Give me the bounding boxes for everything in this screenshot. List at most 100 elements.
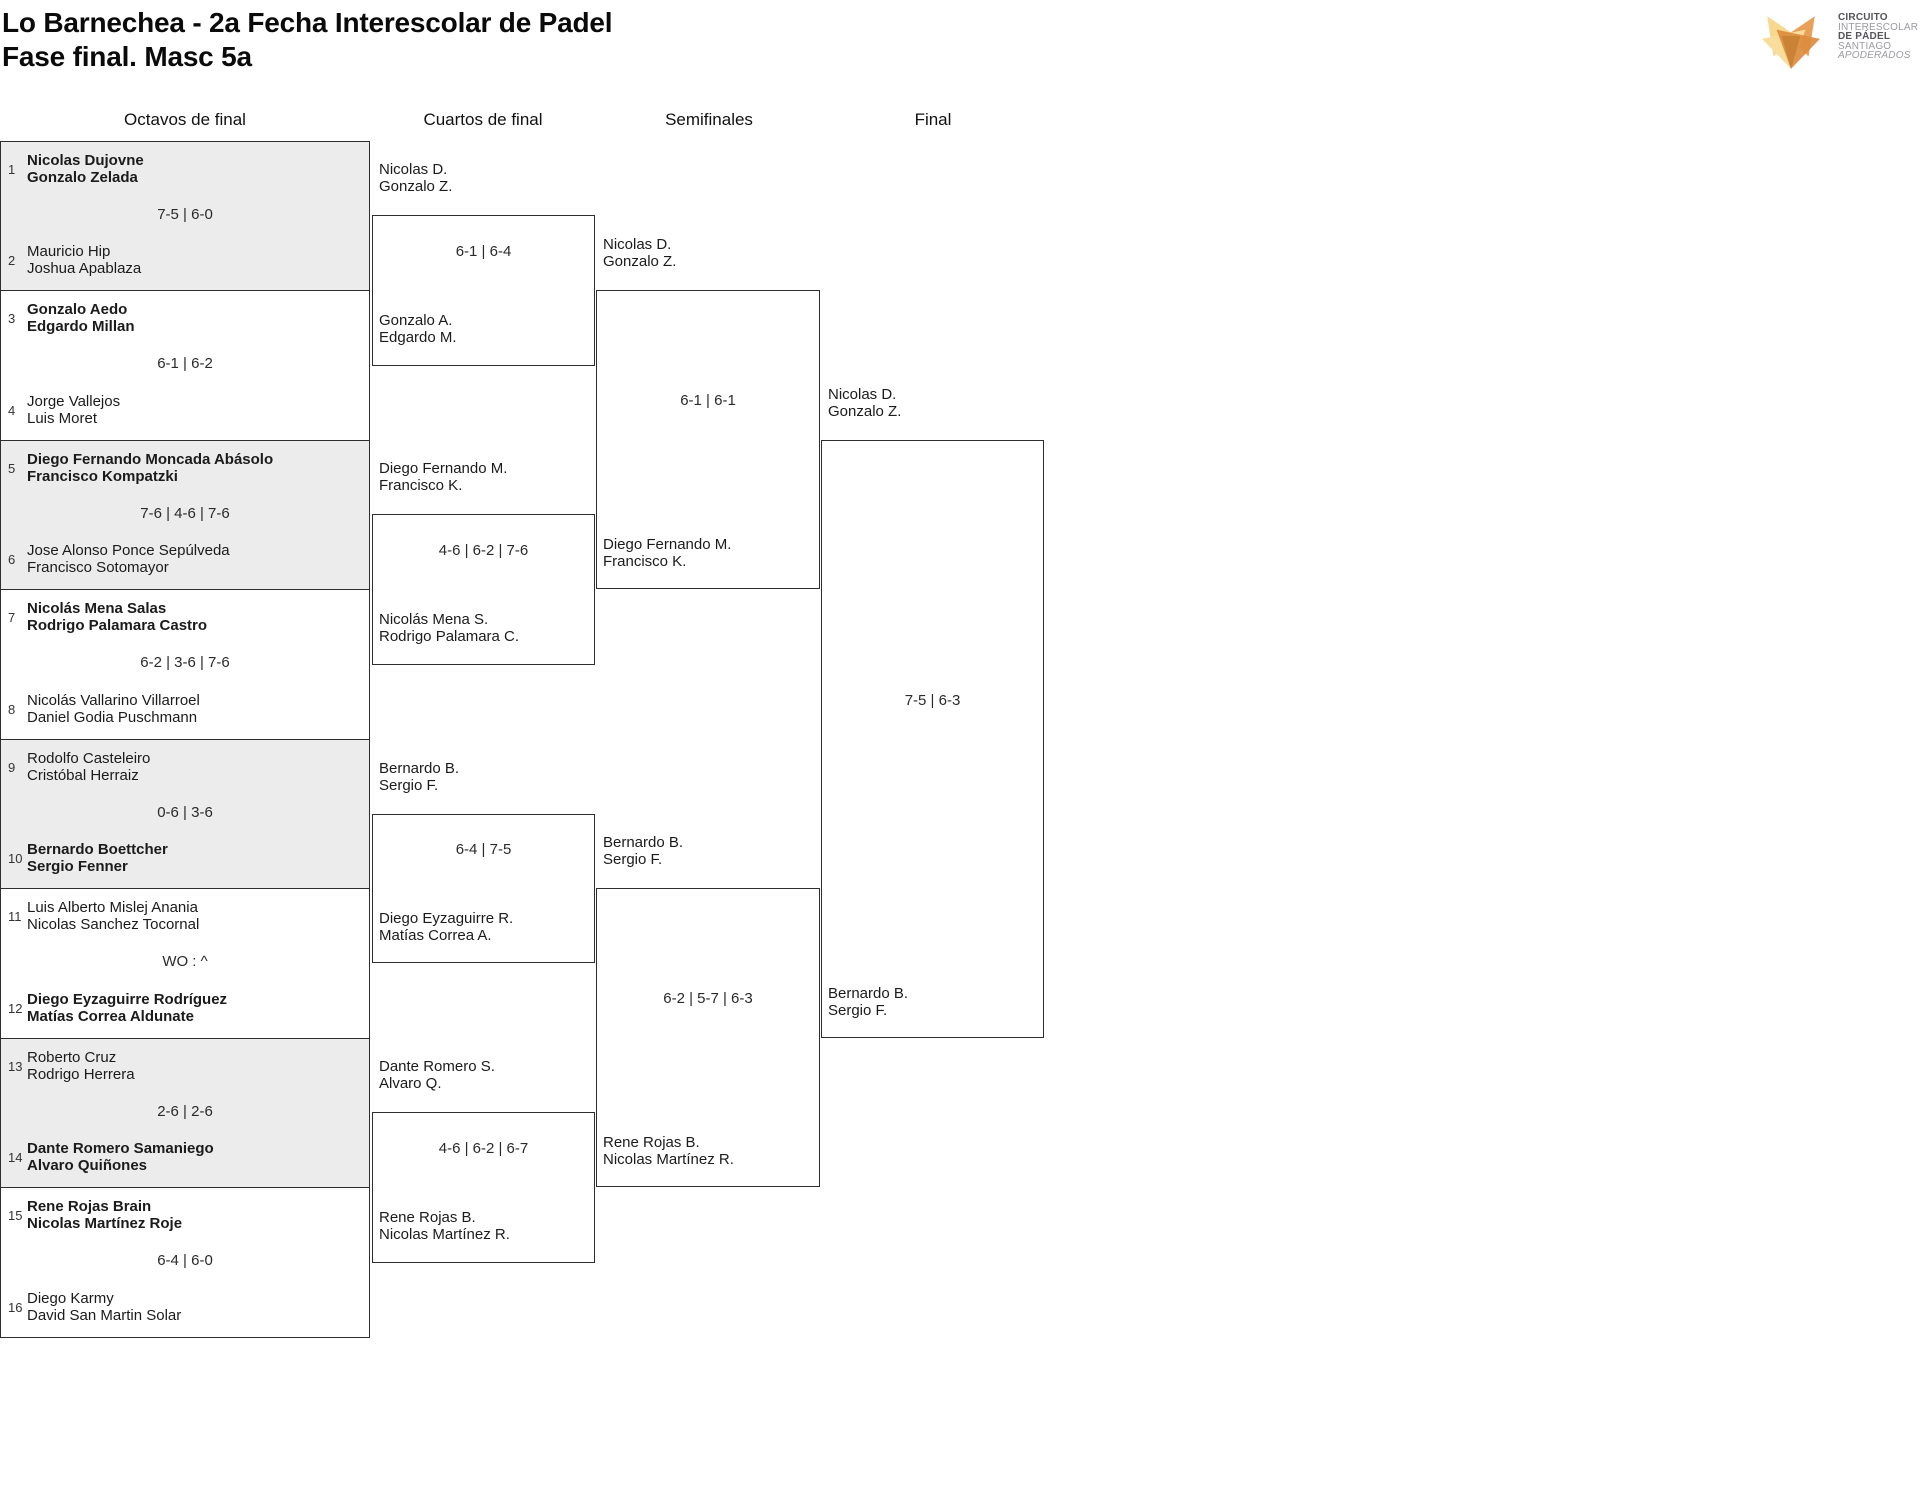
seed-number: 11 <box>8 908 22 924</box>
round-header-octavos: Octavos de final <box>124 110 246 129</box>
player-name: Diego Fernando M. <box>603 536 732 553</box>
player-name: Mauricio Hip <box>27 243 111 260</box>
seed-number: 1 <box>8 161 16 177</box>
team-entry: Nicolás Mena Salas Rodrigo Palamara Cast… <box>27 600 207 634</box>
player-name: Gonzalo Aedo <box>27 301 128 318</box>
match-score: 6-4 | 7-5 <box>455 841 512 858</box>
player-name: Nicolas Martínez R. <box>379 1226 510 1243</box>
team-entry: Luis Alberto Mislej Anania Nicolas Sanch… <box>27 899 199 933</box>
player-name: Francisco Sotomayor <box>27 559 169 576</box>
r16-match-6: 11 Luis Alberto Mislej Anania Nicolas Sa… <box>0 888 370 1039</box>
player-name: Nicolas D. <box>603 236 672 253</box>
player-name: Diego Eyzaguirre R. <box>379 910 514 927</box>
match-score: 6-1 | 6-4 <box>455 243 512 260</box>
team-entry: Rene Rojas Brain Nicolas Martínez Roje <box>27 1198 182 1232</box>
match-score: 4-6 | 6-2 | 6-7 <box>438 1140 529 1157</box>
player-name: Rene Rojas B. <box>603 1134 700 1151</box>
qf-match-2-box <box>372 514 595 665</box>
match-score: WO : ^ <box>162 953 208 970</box>
final-match-box <box>821 440 1044 1038</box>
sf1-top-team: Nicolas D. Gonzalo Z. <box>603 236 676 270</box>
qf3-bottom-team: Diego Eyzaguirre R. Matías Correa A. <box>379 910 513 944</box>
team-entry: Nicolas Dujovne Gonzalo Zelada <box>27 152 144 186</box>
player-name: Sergio Fenner <box>27 858 128 875</box>
page-title-line2: Fase final. Masc 5a <box>2 41 252 72</box>
player-name: Diego Fernando Moncada Abásolo <box>27 451 274 468</box>
team-entry: Mauricio Hip Joshua Apablaza <box>27 243 141 277</box>
team-entry: Gonzalo Aedo Edgardo Millan <box>27 301 135 335</box>
player-name: Alvaro Quiñones <box>27 1157 148 1174</box>
logo-line-santiago: SANTIAGO <box>1838 40 1892 52</box>
page-title-line1: Lo Barnechea - 2a Fecha Interescolar de … <box>2 7 613 38</box>
player-name: Matías Correa Aldunate <box>27 1008 194 1025</box>
team-entry: Rodolfo Casteleiro Cristóbal Herraiz <box>27 750 150 784</box>
player-name: Rene Rojas Brain <box>27 1198 152 1215</box>
team-entry: Jose Alonso Ponce Sepúlveda Francisco So… <box>27 542 230 576</box>
player-name: Gonzalo Z. <box>379 178 453 195</box>
player-name: Nicolás Vallarino Villarroel <box>27 692 200 709</box>
sf-match-2-box <box>596 888 820 1187</box>
team-entry: Dante Romero Samaniego Alvaro Quiñones <box>27 1140 214 1174</box>
seed-number: 14 <box>8 1149 23 1165</box>
qf4-bottom-team: Rene Rojas B. Nicolas Martínez R. <box>379 1209 510 1243</box>
fox-logo-icon <box>1762 16 1820 69</box>
match-score: 6-2 | 3-6 | 7-6 <box>140 654 230 671</box>
player-name: Dante Romero S. <box>379 1058 495 1075</box>
match-score: 7-5 | 6-3 <box>904 692 961 709</box>
player-name: Alvaro Q. <box>379 1075 442 1092</box>
match-score: 7-5 | 6-0 <box>157 206 213 223</box>
final-bottom-team: Bernardo B. Sergio F. <box>828 985 908 1019</box>
player-name: Sergio F. <box>379 777 439 794</box>
logo-line-interescolar: INTERESCOLAR <box>1838 21 1919 33</box>
seed-number: 9 <box>8 759 16 775</box>
qf-match-3-box <box>372 814 595 963</box>
seed-number: 2 <box>8 252 16 268</box>
seed-number: 5 <box>8 460 16 476</box>
qf2-bottom-team: Nicolás Mena S. Rodrigo Palamara C. <box>379 611 519 645</box>
player-name: Bernardo B. <box>603 834 684 851</box>
player-name: Edgardo M. <box>379 329 457 346</box>
player-name: Jose Alonso Ponce Sepúlveda <box>27 542 230 559</box>
player-name: Nicolás Mena Salas <box>27 600 167 617</box>
match-score: 2-6 | 2-6 <box>157 1103 213 1120</box>
player-name: Sergio F. <box>828 1002 888 1019</box>
player-name: Francisco Kompatzki <box>27 468 178 485</box>
team-entry: Nicolás Vallarino Villarroel Daniel Godi… <box>27 692 200 726</box>
player-name: Matías Correa A. <box>379 927 492 944</box>
player-name: Joshua Apablaza <box>27 260 142 277</box>
team-entry: Bernardo Boettcher Sergio Fenner <box>27 841 168 875</box>
match-score: 6-1 | 6-1 <box>680 392 736 409</box>
player-name: Rodrigo Herrera <box>27 1066 135 1083</box>
seed-number: 7 <box>8 609 16 625</box>
player-name: Gonzalo Z. <box>603 253 677 270</box>
logo-wordmark: CIRCUITO INTERESCOLAR DE PÁDEL SANTIAGO … <box>1838 13 1920 61</box>
player-name: Rodrigo Palamara C. <box>379 628 520 645</box>
player-name: Bernardo Boettcher <box>27 841 168 858</box>
player-name: Diego Eyzaguirre Rodríguez <box>27 991 228 1008</box>
seed-number: 6 <box>8 551 16 567</box>
match-score: 6-1 | 6-2 <box>157 355 213 372</box>
player-name: Francisco K. <box>379 477 463 494</box>
player-name: Jorge Vallejos <box>27 393 121 410</box>
player-name: Cristóbal Herraiz <box>27 767 139 784</box>
player-name: Nicolas D. <box>379 161 448 178</box>
sf1-bottom-team: Diego Fernando M. Francisco K. <box>603 536 731 570</box>
match-score: 6-2 | 5-7 | 6-3 <box>663 990 753 1007</box>
sf2-bottom-team: Rene Rojas B. Nicolas Martínez R. <box>603 1134 734 1168</box>
round-header-semifinales: Semifinales <box>665 110 753 129</box>
team-entry: Diego Eyzaguirre Rodríguez Matías Correa… <box>27 991 227 1025</box>
qf3-top-team: Bernardo B. Sergio F. <box>379 760 459 794</box>
player-name: Edgardo Millan <box>27 318 135 335</box>
seed-number: 12 <box>8 1000 23 1016</box>
player-name: Sergio F. <box>603 851 663 868</box>
sf2-top-team: Bernardo B. Sergio F. <box>603 834 683 868</box>
qf1-bottom-team: Gonzalo A. Edgardo M. <box>379 312 457 346</box>
match-score: 0-6 | 3-6 <box>157 804 213 821</box>
r16-match-1: 1 Nicolas Dujovne Gonzalo Zelada 7-5 | 6… <box>0 141 370 291</box>
seed-number: 8 <box>8 701 16 717</box>
player-name: Nicolás Mena S. <box>379 611 489 628</box>
player-name: Nicolas Dujovne <box>27 152 144 169</box>
player-name: Gonzalo Zelada <box>27 169 138 186</box>
player-name: Rodrigo Palamara Castro <box>27 617 208 634</box>
seed-number: 13 <box>8 1058 23 1074</box>
